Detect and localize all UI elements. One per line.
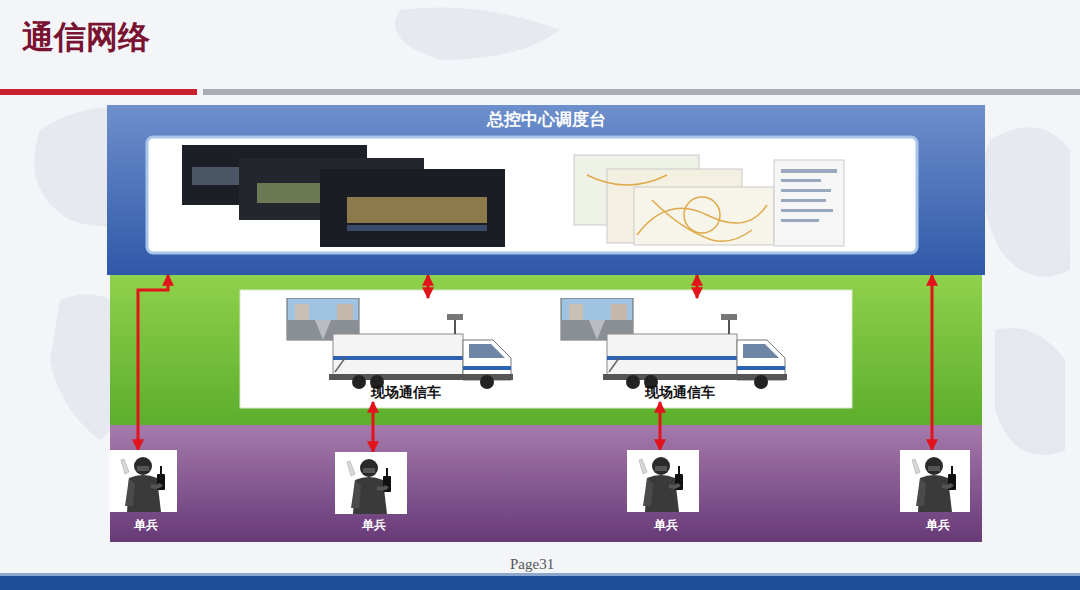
band-heading: 总控中心调度台 — [107, 105, 985, 131]
soldier-illustration — [627, 450, 699, 512]
link-arrow — [427, 275, 430, 298]
soldier-unit: 单兵 — [627, 450, 705, 534]
vehicle-label: 现场通信车 — [553, 384, 807, 402]
control-center-band: 总控中心调度台 — [107, 105, 985, 275]
link-arrow — [659, 402, 662, 450]
soldier-label: 单兵 — [109, 517, 183, 534]
page-title: 通信网络 — [22, 16, 150, 60]
soldier-unit: 单兵 — [109, 450, 183, 534]
soldier-illustration — [335, 452, 407, 514]
comm-vehicle: 现场通信车 — [553, 298, 807, 402]
link-arrow — [372, 402, 375, 452]
vehicle-illustration — [285, 298, 521, 390]
soldier-illustration — [900, 450, 970, 512]
soldier-unit: 单兵 — [335, 452, 413, 534]
comm-vehicle: 现场通信车 — [285, 298, 527, 402]
link-arrow — [138, 275, 168, 450]
page-number: Page31 — [510, 556, 554, 573]
link-arrow — [931, 275, 934, 450]
soldier-illustration — [109, 450, 177, 512]
link-arrow — [696, 275, 699, 298]
soldier-label: 单兵 — [335, 517, 413, 534]
control-room-illustration — [107, 105, 979, 275]
soldier-unit: 单兵 — [900, 450, 976, 534]
vehicle-illustration — [553, 298, 801, 390]
soldier-label: 单兵 — [627, 517, 705, 534]
vehicle-label: 现场通信车 — [285, 384, 527, 402]
soldier-label: 单兵 — [900, 517, 976, 534]
